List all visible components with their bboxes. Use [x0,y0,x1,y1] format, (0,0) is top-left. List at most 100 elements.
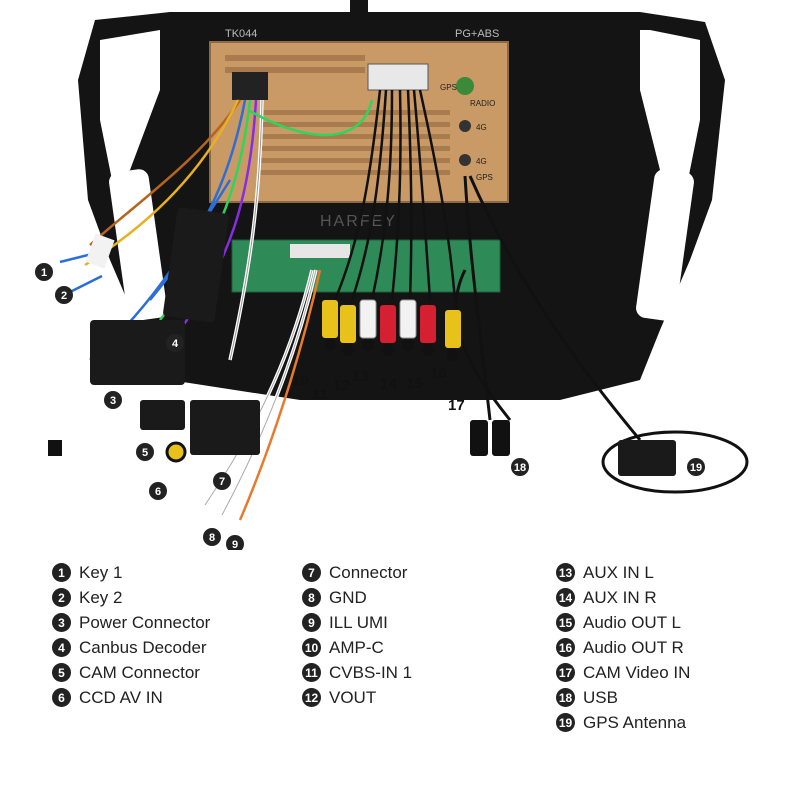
legend-item-audio-out-l: 15 Audio OUT L [556,610,690,635]
key-label-tag [85,233,115,269]
legend-label: AMP-C [329,637,384,657]
callout-7: 7 [213,472,231,490]
unit-tag-label: PG+ABS [455,28,499,40]
legend-item-amp-c: 10 AMP-C [302,635,412,660]
legend-badge: 15 [556,613,575,632]
legend-badge: 8 [302,588,321,607]
legend-item-cam-connector: 5 CAM Connector [52,660,210,685]
pcb-label [290,244,350,258]
legend-label: VOUT [329,687,377,707]
usb-plug-b [492,420,510,456]
right-vent-opening [640,30,700,180]
callout-2: 2 [55,286,73,304]
callout-15: 15 [406,375,423,392]
legend-label: ILL UMI [329,612,388,632]
callout-3: 3 [104,391,122,409]
legend-label: Key 2 [79,587,123,607]
legend-badge: 19 [556,713,575,732]
port-radio-label: RADIO [470,99,495,108]
port-gps-b-label: GPS [476,173,493,182]
legend-label: Connector [329,562,408,582]
rca-plugs [322,299,461,361]
usb-plug-a [470,420,488,456]
port-gps-label: GPS [440,83,457,92]
callout-4: 4 [166,334,184,352]
legend-badge: 9 [302,613,321,632]
callout-2-num: 2 [61,290,67,302]
legend-badge: 3 [52,613,71,632]
callout-6-num: 6 [155,486,161,498]
callout-3-num: 3 [110,395,116,407]
connector-block [190,400,260,455]
legend-badge: 17 [556,663,575,682]
head-unit-photo: TK044 PG+ABS GPS RADIO 4G 4G GPS HARFEY [35,0,749,550]
legend-item-audio-out-r: 16 Audio OUT R [556,635,690,660]
unit-model-label: TK044 [225,28,257,40]
multi-pin-connector [367,63,429,91]
canbus-decoder [163,207,229,323]
legend-label: CAM Connector [79,662,200,682]
callout-18: 18 [511,458,529,476]
legend-item-usb: 18 USB [556,685,690,710]
gps-port [456,77,474,95]
callout-5-num: 5 [142,447,148,459]
legend-item-vout: 12 VOUT [302,685,412,710]
legend-item-ill-umi: 9 ILL UMI [302,610,412,635]
gps-antenna-block [618,440,676,476]
power-connector [90,320,185,385]
legend-badge: 1 [52,563,71,582]
callout-9-num: 9 [232,539,238,550]
port-4g-a-label: 4G [476,123,487,132]
callout-12: 12 [333,377,350,394]
legend-badge: 12 [302,688,321,707]
legend-item-cam-video-in: 17 CAM Video IN [556,660,690,685]
legend-badge: 16 [556,638,575,657]
legend-badge: 4 [52,638,71,657]
callout-10: 10 [292,372,309,389]
legend-item-key-1: 1 Key 1 [52,560,210,585]
port-4g-b-label: 4G [476,157,487,166]
gps-antenna-cable-loop [601,430,749,494]
main-harness-connector [232,72,268,100]
legend-item-gnd: 8 GND [302,585,412,610]
legend-label: AUX IN L [583,562,654,582]
legend-label: CAM Video IN [583,662,691,682]
left-vent-slot [109,169,167,321]
legend-item-key-2: 2 Key 2 [52,585,210,610]
4g-port-b [459,154,471,166]
legend-badge: 10 [302,638,321,657]
legend-label: GPS Antenna [583,712,687,732]
callout-17: 17 [448,397,465,414]
callout-16: 16 [430,365,447,382]
callout-8: 8 [203,528,221,546]
legend-label: Key 1 [79,562,123,582]
callout-6: 6 [149,482,167,500]
small-plug [48,440,62,456]
callout-19-num: 19 [690,462,702,474]
legend-label: CCD AV IN [79,687,163,707]
legend-label: CVBS-IN 1 [329,662,413,682]
callout-7-num: 7 [219,476,225,488]
callout-1-num: 1 [41,267,47,279]
cam-connector [140,400,185,430]
legend-label: Audio OUT L [583,612,681,632]
legend-badge: 5 [52,663,71,682]
legend-label: GND [329,587,367,607]
legend-label: USB [583,687,618,707]
legend-label: Audio OUT R [583,637,684,657]
callout-11: 11 [312,386,328,403]
legend-item-gps-antenna: 19 GPS Antenna [556,710,690,735]
callout-18-num: 18 [514,462,526,474]
legend-badge: 2 [52,588,71,607]
callout-1: 1 [35,263,53,281]
legend-badge: 18 [556,688,575,707]
callout-9: 9 [226,535,244,550]
